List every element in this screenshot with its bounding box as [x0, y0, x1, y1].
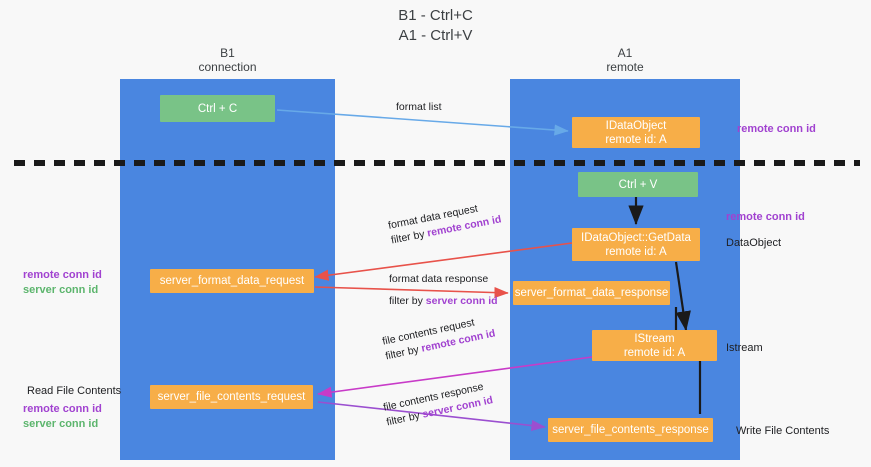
node-istream-line2: remote id: A	[623, 346, 686, 359]
node-server-format-data-request[interactable]: server_format_data_request	[150, 269, 314, 293]
annotation-read-file-contents: Read File Contents	[27, 385, 122, 397]
annotation-write-file-contents: Write File Contents	[736, 425, 830, 437]
column-header-a1-name: A1	[617, 46, 633, 60]
page-title: B1 - Ctrl+C A1 - Ctrl+V	[0, 6, 871, 46]
annotation-dataobject: DataObject	[726, 237, 782, 249]
edge-label-format-data-response-main: format data response	[389, 273, 489, 285]
node-idataobject-getdata[interactable]: IDataObject::GetData remote id: A	[572, 228, 700, 261]
annotation-left-server-conn-id: server conn id	[23, 284, 99, 296]
node-idataobject-top[interactable]: IDataObject remote id: A	[572, 117, 700, 148]
column-header-a1: A1 remote	[510, 46, 740, 74]
title-line-1: B1 - Ctrl+C	[398, 7, 473, 24]
annotation-left-remote-conn-id-2: remote conn id	[23, 403, 102, 415]
column-header-b1: B1 connection	[120, 46, 335, 74]
annotation-remote-conn-id-top: remote conn id	[737, 122, 816, 137]
annotation-left-conn-ids-bottom: remote conn id server conn id	[23, 402, 102, 432]
annotation-left-server-conn-id-2: server conn id	[23, 418, 99, 430]
node-ctrl-v[interactable]: Ctrl + V	[578, 172, 698, 197]
annotation-remote-conn-id-top-text: remote conn id	[737, 123, 816, 135]
node-istream-line1: IStream	[634, 332, 675, 345]
node-server-file-contents-response[interactable]: server_file_contents_response	[548, 418, 713, 442]
edge-label-file-contents-response: file contents response filter by server …	[382, 378, 494, 430]
column-header-b1-name: B1	[220, 46, 235, 60]
column-header-b1-sub: connection	[198, 60, 257, 74]
edge-label-format-data-request: format data request filter by remote con…	[387, 198, 503, 249]
annotation-left-remote-conn-id: remote conn id	[23, 269, 102, 281]
annotation-istream: Istream	[726, 342, 763, 354]
node-idataobject-top-line2: remote id: A	[605, 133, 667, 146]
node-getdata-line2: remote id: A	[605, 245, 667, 258]
annotation-remote-conn-id-mid-text: remote conn id	[726, 211, 805, 223]
filter-prefix: filter by	[389, 295, 426, 307]
edge-label-format-list: format list	[396, 101, 442, 113]
filter-key-server-conn-id: server conn id	[425, 295, 498, 307]
node-ctrl-c[interactable]: Ctrl + C	[160, 95, 275, 122]
node-getdata-line1: IDataObject::GetData	[581, 231, 691, 244]
node-server-file-contents-request[interactable]: server_file_contents_request	[150, 385, 313, 409]
edge-label-file-contents-request: file contents request filter by remote c…	[381, 312, 497, 365]
edge-label-format-data-response-filter: filter by server conn id	[389, 294, 498, 309]
annotation-left-conn-ids-top: remote conn id server conn id	[23, 268, 102, 298]
title-line-2: A1 - Ctrl+V	[398, 27, 473, 44]
edge-label-format-data-response: format data response filter by server co…	[389, 272, 498, 309]
node-server-format-data-response[interactable]: server_format_data_response	[513, 281, 670, 305]
node-istream[interactable]: IStream remote id: A	[592, 330, 717, 361]
node-idataobject-top-line1: IDataObject	[605, 119, 667, 132]
column-header-a1-sub: remote	[606, 60, 644, 74]
annotation-remote-conn-id-mid: remote conn id	[726, 210, 805, 225]
